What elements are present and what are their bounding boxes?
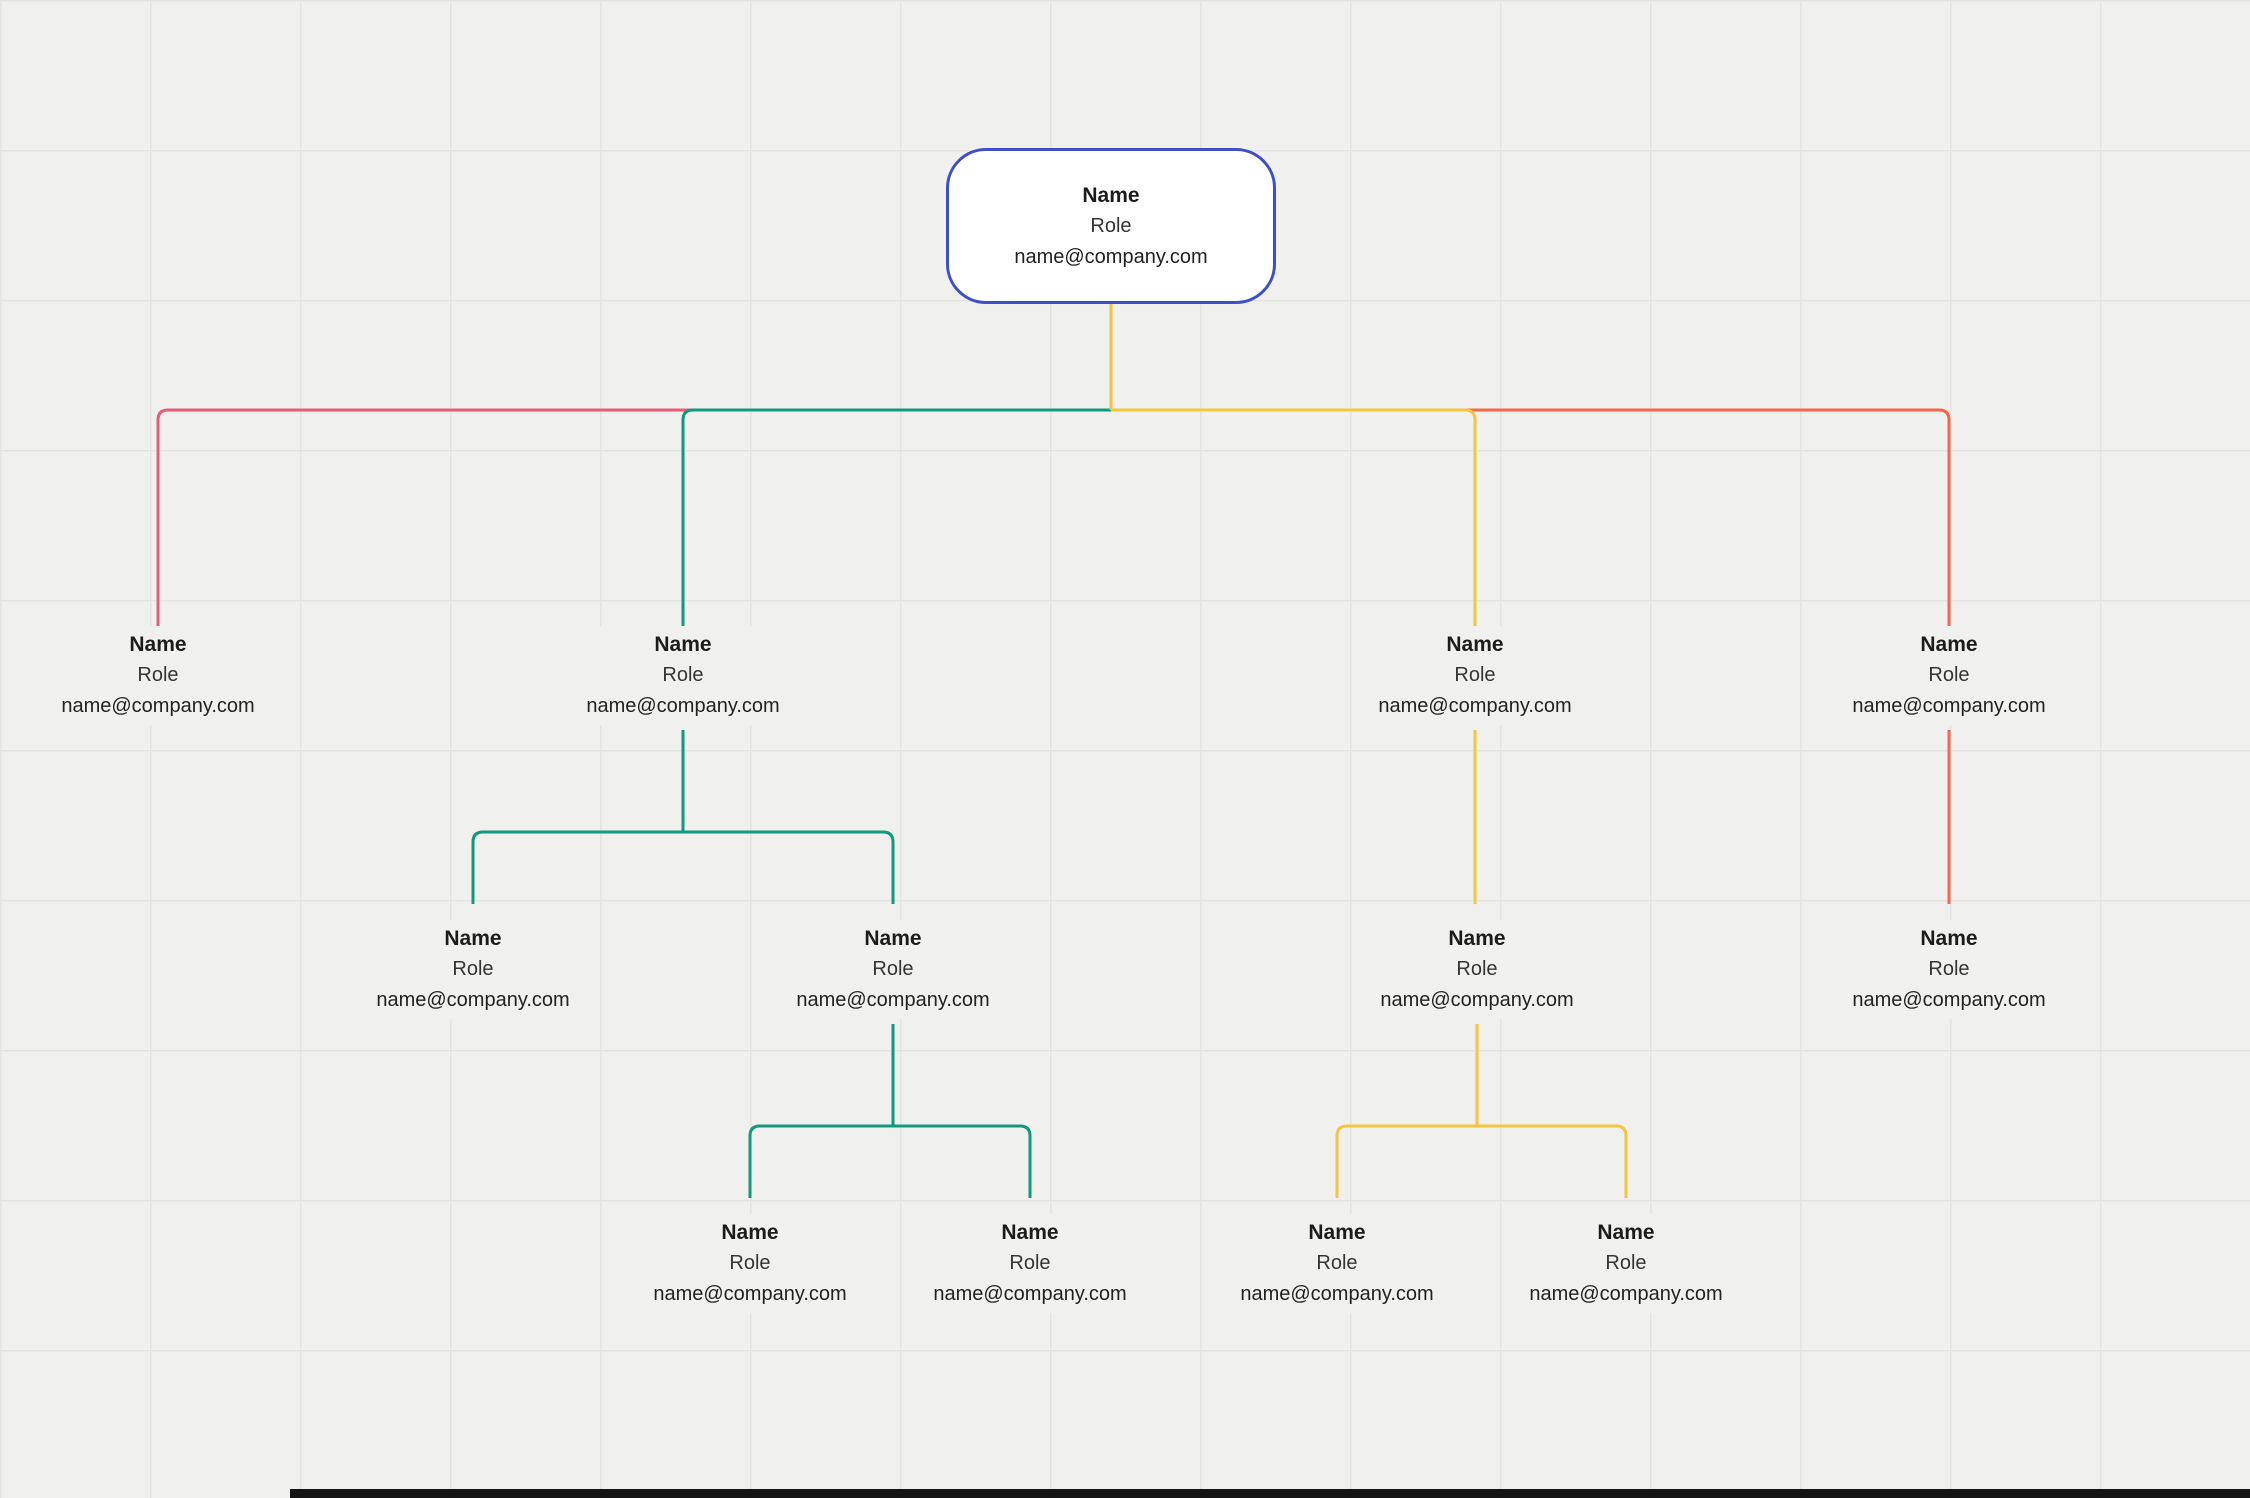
- node-name: Name: [864, 927, 922, 950]
- node-name: Name: [1597, 1221, 1655, 1244]
- node-name: Name: [1446, 633, 1504, 656]
- connector-pink-main: [156, 408, 1111, 629]
- node-role: Role: [1009, 1252, 1051, 1274]
- node-role: Role: [1090, 214, 1132, 237]
- node-email: name@company.com: [61, 695, 255, 717]
- node-email: name@company.com: [1240, 1283, 1434, 1305]
- connector-orange-main: [1111, 408, 1951, 629]
- node-email: name@company.com: [1380, 989, 1574, 1011]
- node-email: name@company.com: [1852, 989, 2046, 1011]
- node-role: Role: [137, 664, 179, 686]
- node-email: name@company.com: [1014, 245, 1208, 268]
- node-email: name@company.com: [796, 989, 990, 1011]
- node-email: name@company.com: [653, 1283, 847, 1305]
- node-email: name@company.com: [376, 989, 570, 1011]
- node-name: Name: [444, 927, 502, 950]
- node-name: Name: [1308, 1221, 1366, 1244]
- node-name: Name: [721, 1221, 779, 1244]
- node-email: name@company.com: [933, 1283, 1127, 1305]
- node-role: Role: [452, 958, 494, 980]
- connector-teal-main: [681, 408, 1111, 629]
- connector-yellow-main: [1111, 408, 1477, 629]
- connector-teal-branch: [471, 830, 895, 904]
- connector-teal-branch2: [748, 1124, 1032, 1198]
- bottom-bar: [290, 1489, 2250, 1498]
- node-role: Role: [729, 1252, 771, 1274]
- node-email: name@company.com: [1529, 1283, 1723, 1305]
- node-name: Name: [1448, 927, 1506, 950]
- node-name: Name: [1920, 927, 1978, 950]
- node-role: Role: [872, 958, 914, 980]
- connector-yellow-branch: [1335, 1124, 1628, 1198]
- node-email: name@company.com: [1378, 695, 1572, 717]
- node-name: Name: [129, 633, 187, 656]
- node-email: name@company.com: [1852, 695, 2046, 717]
- node-role: Role: [1928, 958, 1970, 980]
- node-role: Role: [1454, 664, 1496, 686]
- node-email: name@company.com: [586, 695, 780, 717]
- node-name: Name: [654, 633, 712, 656]
- node-role: Role: [1456, 958, 1498, 980]
- node-role: Role: [662, 664, 704, 686]
- node-role: Role: [1928, 664, 1970, 686]
- node-name: Name: [1920, 633, 1978, 656]
- node-name: Name: [1001, 1221, 1059, 1244]
- node-role: Role: [1605, 1252, 1647, 1274]
- node-role: Role: [1316, 1252, 1358, 1274]
- node-name: Name: [1082, 183, 1140, 207]
